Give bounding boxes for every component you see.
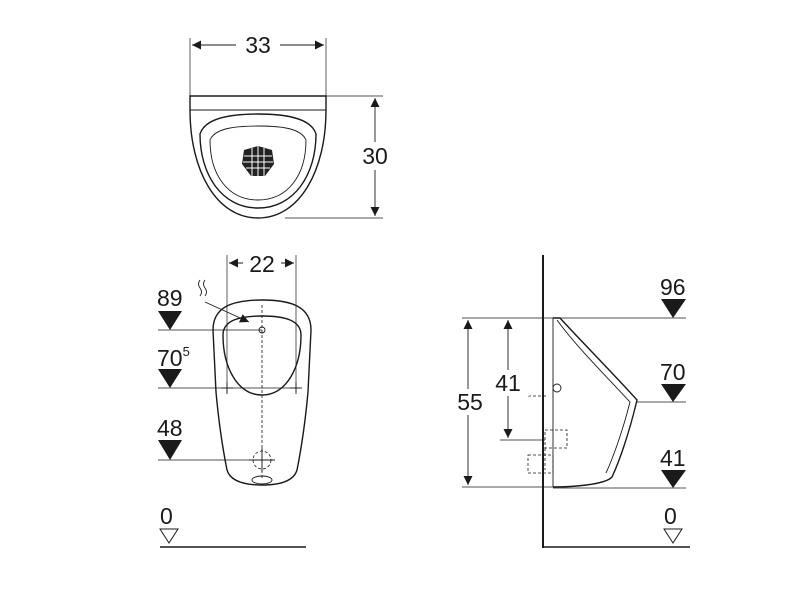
- level-70-5-label: 705: [157, 344, 190, 371]
- side-floor-level-marker: [663, 528, 683, 544]
- side-fixing-hole-icon: [552, 383, 562, 393]
- top-bowl-outline: [189, 95, 327, 219]
- front-floor-level-marker: [159, 528, 179, 544]
- side-height-55-label: 55: [457, 389, 483, 415]
- top-bowl-inner: [209, 125, 307, 201]
- level-89-label: 89: [157, 285, 183, 311]
- side-height-41-label: 41: [495, 370, 521, 396]
- front-bowl-opening: [222, 315, 302, 396]
- side-urinal-profile: [552, 317, 638, 488]
- level-70-label: 70: [660, 359, 686, 385]
- top-width-label: 33: [245, 32, 271, 58]
- left-fixing-point-icon: [221, 382, 233, 394]
- level-70-5-marker: [158, 369, 182, 388]
- top-depth-label: 30: [362, 143, 388, 169]
- outlet-symbol-icon: [249, 448, 275, 472]
- level-96-marker: [661, 299, 686, 318]
- side-view: 55 41 96 70 41 0: [453, 255, 690, 548]
- side-floor-level-label: 0: [664, 503, 677, 529]
- top-bowl-rim: [199, 113, 317, 209]
- front-floor-level-label: 0: [160, 503, 173, 529]
- front-urinal-body: [212, 299, 312, 486]
- right-fixing-point-icon: [290, 382, 302, 394]
- level-89-marker: [158, 311, 182, 330]
- level-41-marker: [661, 470, 686, 488]
- front-width-label: 22: [249, 251, 275, 277]
- front-view: 22 89 705 48 0: [157, 250, 312, 548]
- water-inlet-icon: [198, 279, 207, 297]
- level-48-marker: [158, 440, 182, 460]
- level-70-marker: [661, 384, 686, 402]
- drain-grate-icon: [242, 146, 274, 176]
- side-outlet-pipe: [527, 429, 568, 474]
- level-48-label: 48: [157, 415, 183, 441]
- top-view: 33 30: [189, 30, 395, 219]
- level-41-label: 41: [660, 445, 686, 471]
- level-96-label: 96: [660, 274, 686, 300]
